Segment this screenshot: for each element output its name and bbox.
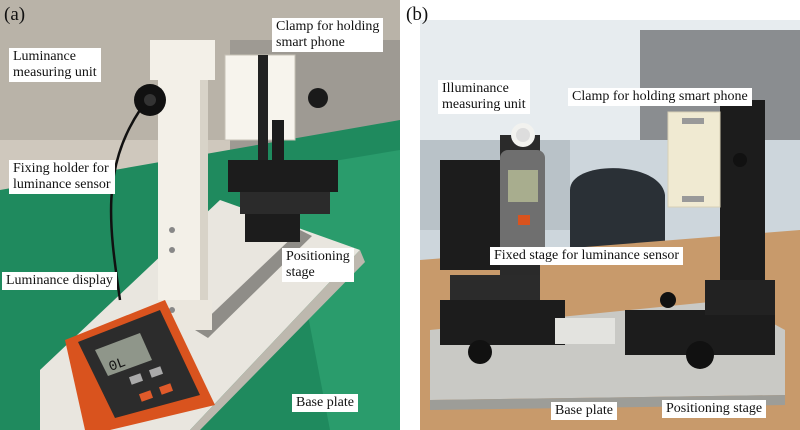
label-clamp-smart-phone: Clamp for holding smart phone	[272, 18, 384, 52]
label-base-plate: Base plate	[551, 402, 617, 420]
rail-slider	[555, 318, 615, 344]
fixing-holder	[158, 80, 206, 300]
vertical-tower	[720, 100, 765, 315]
luminance-display: 0L	[65, 300, 215, 430]
panel-b: (b) Illuminance measuring unit Clamp for…	[400, 0, 800, 430]
label-base-plate: Base plate	[292, 394, 358, 412]
panel-a-letter: (a)	[4, 4, 26, 25]
phone-clamp	[667, 111, 721, 208]
positioning-stage	[228, 160, 338, 192]
panel-b-letter: (b)	[406, 4, 429, 25]
illuminance-meter	[500, 123, 545, 260]
display-readout: 0L	[107, 355, 128, 376]
label-clamp-smart-phone: Clamp for holding smart phone	[568, 88, 752, 106]
label-fixed-stage: Fixed stage for luminance sensor	[490, 247, 684, 265]
label-positioning-stage: Positioning stage	[662, 400, 767, 418]
label-luminance-measuring-unit: Luminance measuring unit	[9, 48, 101, 82]
photo-illuminance-setup	[420, 20, 800, 430]
office-chair	[570, 168, 665, 260]
panel-a: 0L (a) Luminance measuring unit Clamp fo…	[0, 0, 400, 430]
label-luminance-display: Luminance display	[2, 272, 117, 290]
label-positioning-stage: Positioning stage	[282, 248, 354, 282]
luminance-measuring-unit	[150, 40, 215, 80]
label-fixing-holder: Fixing holder for luminance sensor	[9, 160, 115, 194]
label-illuminance-measuring-unit: Illuminance measuring unit	[438, 80, 530, 114]
